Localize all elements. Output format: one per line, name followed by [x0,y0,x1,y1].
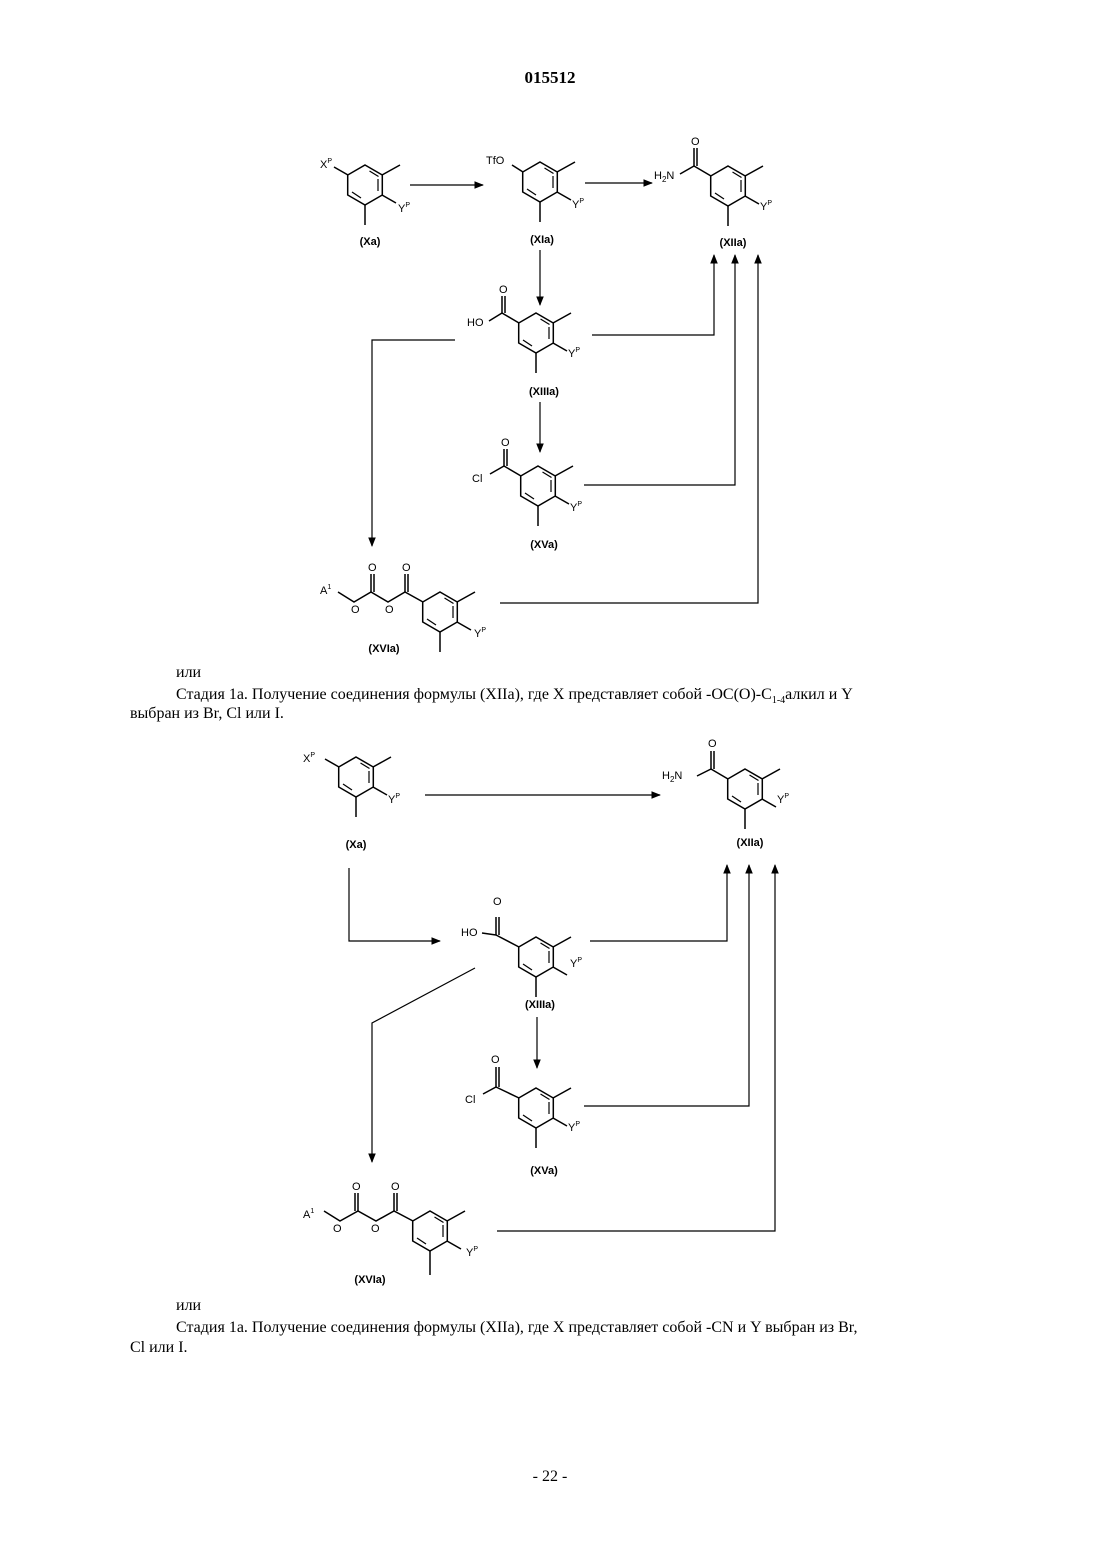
label-xiiia-2: (XIIIa) [525,999,555,1011]
svg-text:O: O [352,1181,361,1193]
svg-text:O: O [493,896,502,908]
reaction-scheme-2: XP YP (Xa) O H2N YP (XIIa) O HO YP (XIII… [0,725,1100,1305]
svg-text:O: O [501,437,510,449]
svg-text:YP: YP [474,627,486,640]
label-xa: (Xa) [360,236,381,248]
stage-description-1-line-1: Стадия 1а. Получение соединения формулы … [176,685,976,710]
svg-text:HO: HO [461,927,478,939]
label-xvia: (XVIa) [368,643,400,655]
svg-text:O: O [391,1181,400,1193]
svg-text:YP: YP [570,957,582,970]
label-xva: (XVa) [530,539,558,551]
reaction-scheme-1: XP YP (Xa) TfO YP (XIa) O H2N YP (XIIa) [0,0,1100,670]
svg-text:XP: XP [320,158,332,171]
label-xia: (XIa) [530,234,554,246]
svg-text:O: O [402,562,411,574]
svg-text:HO: HO [467,317,484,329]
or-text-2: или [176,1296,201,1315]
page-number: - 22 - [0,1468,1100,1486]
label-xva-2: (XVa) [530,1165,558,1177]
compound-xiiia-2: O HO YP (XIIIa) [461,896,582,1011]
svg-text:O: O [491,1054,500,1066]
compound-xiia-2: O H2N YP (XIIa) [662,738,789,849]
compound-xvia: O O O O A1 YP (XVIa) [320,562,486,655]
compound-xvia-2: O O O O A1 YP (XVIa) [303,1181,478,1286]
svg-text:YP: YP [568,347,580,360]
svg-text:Cl: Cl [472,473,482,485]
stage-description-2-line-2: Cl или I. [130,1338,188,1357]
svg-text:YP: YP [760,200,772,213]
svg-text:YP: YP [388,793,400,806]
label-xiiia: (XIIIa) [529,386,559,398]
compound-xia: TfO YP (XIa) [486,155,584,246]
svg-text:O: O [333,1223,342,1235]
svg-text:O: O [368,562,377,574]
svg-text:A1: A1 [303,1208,314,1221]
svg-text:O: O [385,604,394,616]
svg-text:YP: YP [572,198,584,211]
svg-text:O: O [708,738,717,750]
svg-text:A1: A1 [320,584,331,597]
svg-text:YP: YP [466,1246,478,1259]
scheme1-arrows [372,183,758,603]
stage-description-2-line-1: Стадия 1а. Получение соединения формулы … [176,1318,996,1337]
compound-xiiia: O HO YP (XIIIa) [467,284,580,398]
label-xa-2: (Xa) [346,839,367,851]
svg-text:H2N: H2N [662,770,682,784]
compound-xva: O Cl YP (XVa) [472,437,582,551]
compound-xiia: O H2N YP (XIIa) [654,136,772,249]
svg-text:YP: YP [398,202,410,215]
svg-text:H2N: H2N [654,170,674,184]
compound-xva-2: O Cl YP (XVa) [465,1054,580,1177]
svg-text:O: O [351,604,360,616]
svg-text:YP: YP [570,501,582,514]
label-xiia: (XIIa) [720,237,747,249]
svg-text:TfO: TfO [486,155,505,167]
svg-text:YP: YP [568,1121,580,1134]
svg-text:Cl: Cl [465,1094,475,1106]
or-text-1: или [176,663,201,682]
svg-text:YP: YP [777,793,789,806]
svg-text:O: O [371,1223,380,1235]
svg-text:O: O [499,284,508,296]
stage-description-1-line-2: выбран из Br, Cl или I. [130,704,284,723]
svg-text:XP: XP [303,752,315,765]
compound-xa-2: XP YP (Xa) [303,752,400,851]
svg-text:O: O [691,136,700,148]
label-xiia-2: (XIIa) [737,837,764,849]
label-xvia-2: (XVIa) [354,1274,386,1286]
compound-xa: XP YP (Xa) [320,158,410,248]
scheme2-arrows [349,795,775,1231]
